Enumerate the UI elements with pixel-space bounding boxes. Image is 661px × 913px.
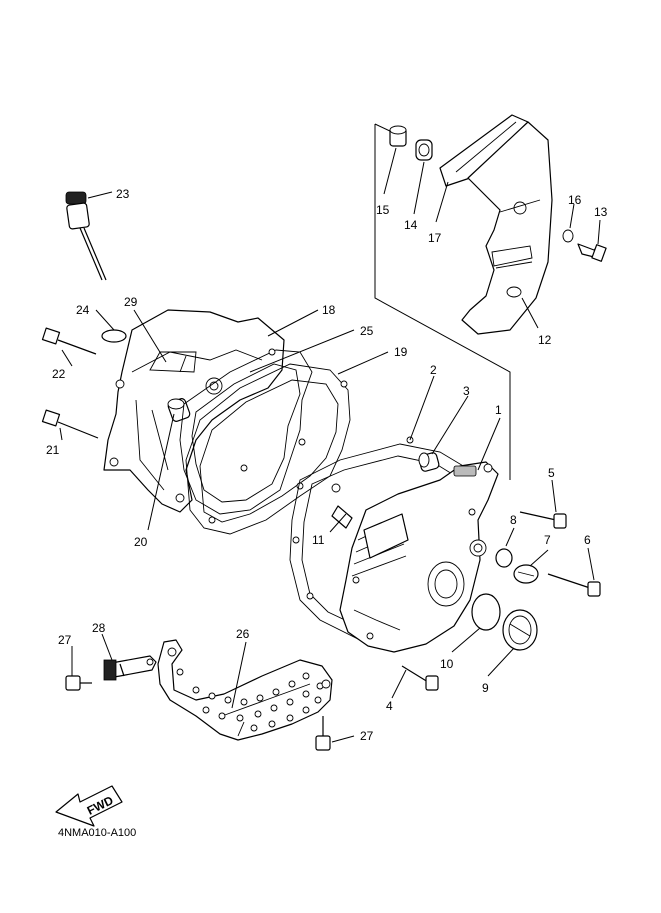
callout-4: 4 (386, 699, 393, 713)
callout-labels: 1 2 3 4 5 6 7 8 9 10 11 12 13 14 15 16 1… (46, 187, 608, 743)
callout-26: 26 (236, 627, 250, 641)
o-ring-8 (495, 548, 513, 568)
gasket-19 (185, 363, 351, 535)
collar-15 (389, 125, 407, 147)
callout-7: 7 (544, 533, 551, 547)
callout-11: 11 (312, 533, 325, 547)
skid-guard-26 (157, 639, 333, 741)
clamp-11 (331, 483, 353, 529)
crankcase-cover-1 (339, 461, 499, 653)
o-ring-10 (471, 593, 501, 631)
callout-1: 1 (495, 403, 502, 417)
callout-12: 12 (538, 333, 552, 347)
callout-16: 16 (568, 193, 582, 207)
callout-8: 8 (510, 513, 517, 527)
callout-3: 3 (463, 384, 470, 398)
plug-9 (502, 609, 538, 651)
callout-15: 15 (376, 203, 390, 217)
callout-25: 25 (360, 324, 374, 338)
bolt-22 (41, 327, 97, 355)
callout-23: 23 (116, 187, 130, 201)
bolt-4 (401, 665, 439, 691)
callout-5: 5 (548, 466, 555, 480)
callout-17: 17 (428, 231, 442, 245)
callout-14: 14 (404, 218, 418, 232)
leader-lines (59, 147, 601, 743)
guard-holes (176, 668, 324, 732)
grommet-14 (415, 139, 433, 161)
crankcase-cover-18 (103, 309, 285, 513)
bolt-6 (547, 573, 601, 597)
callout-28: 28 (92, 621, 106, 635)
bolt-5 (519, 511, 567, 529)
callout-10: 10 (440, 657, 454, 671)
callout-22: 22 (52, 367, 66, 381)
sprocket-cover-group (374, 114, 607, 480)
callout-24: 24 (76, 303, 90, 317)
washer-16 (562, 229, 574, 243)
callout-27-right: 27 (360, 729, 374, 743)
callout-2: 2 (430, 363, 437, 377)
fwd-arrow-icon: FWD (55, 785, 123, 827)
callout-13: 13 (594, 205, 608, 219)
callout-6: 6 (584, 533, 591, 547)
callout-21: 21 (46, 443, 60, 457)
callout-20: 20 (134, 535, 148, 549)
callout-19: 19 (394, 345, 408, 359)
bolt-21 (41, 409, 99, 439)
o-ring-24 (101, 329, 127, 343)
bolt-27-left (65, 675, 92, 691)
callout-29: 29 (124, 295, 138, 309)
sprocket-cover-12 (461, 121, 553, 335)
dipstick-23 (65, 191, 107, 281)
bolt-27-right (315, 716, 331, 751)
callout-18: 18 (322, 303, 336, 317)
bolt-13 (577, 243, 607, 262)
diagram-code: 4NMA010-A100 (58, 827, 136, 839)
dowel-3 (418, 452, 440, 472)
bracket-28 (103, 655, 157, 681)
plug-7 (513, 564, 539, 584)
callout-9: 9 (482, 681, 489, 695)
callout-27: 27 (58, 633, 72, 647)
